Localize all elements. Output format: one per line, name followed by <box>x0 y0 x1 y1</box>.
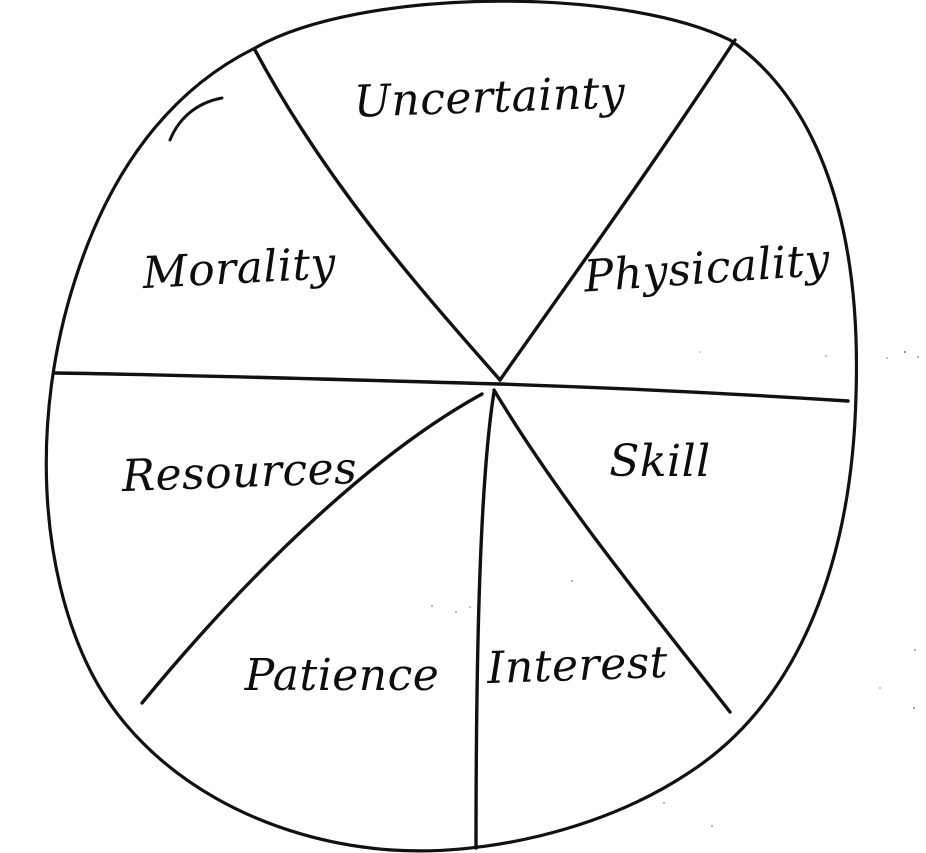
segment-dividers <box>53 38 850 850</box>
segment-label-physicality: Physicality <box>581 234 832 302</box>
segment-labels: Uncertainty Physicality Skill Interest P… <box>120 67 832 701</box>
stray-pen-stroke <box>168 96 224 142</box>
circle-outline <box>44 0 859 853</box>
segment-label-interest: Interest <box>485 637 668 694</box>
segment-label-uncertainty: Uncertainty <box>353 67 627 127</box>
segment-label-morality: Morality <box>140 238 338 299</box>
divider-horizontal-left <box>53 371 502 386</box>
divider-top-right <box>498 38 737 382</box>
divider-horizontal-right <box>498 382 850 403</box>
divider-lower-left <box>140 392 484 705</box>
segment-label-patience: Patience <box>244 650 440 701</box>
divider-lower-right <box>492 388 732 714</box>
segment-label-skill: Skill <box>609 436 711 487</box>
segment-label-resources: Resources <box>120 443 358 502</box>
divider-top-left <box>253 48 502 382</box>
divider-bottom <box>474 390 496 850</box>
scan-specks <box>431 350 919 827</box>
